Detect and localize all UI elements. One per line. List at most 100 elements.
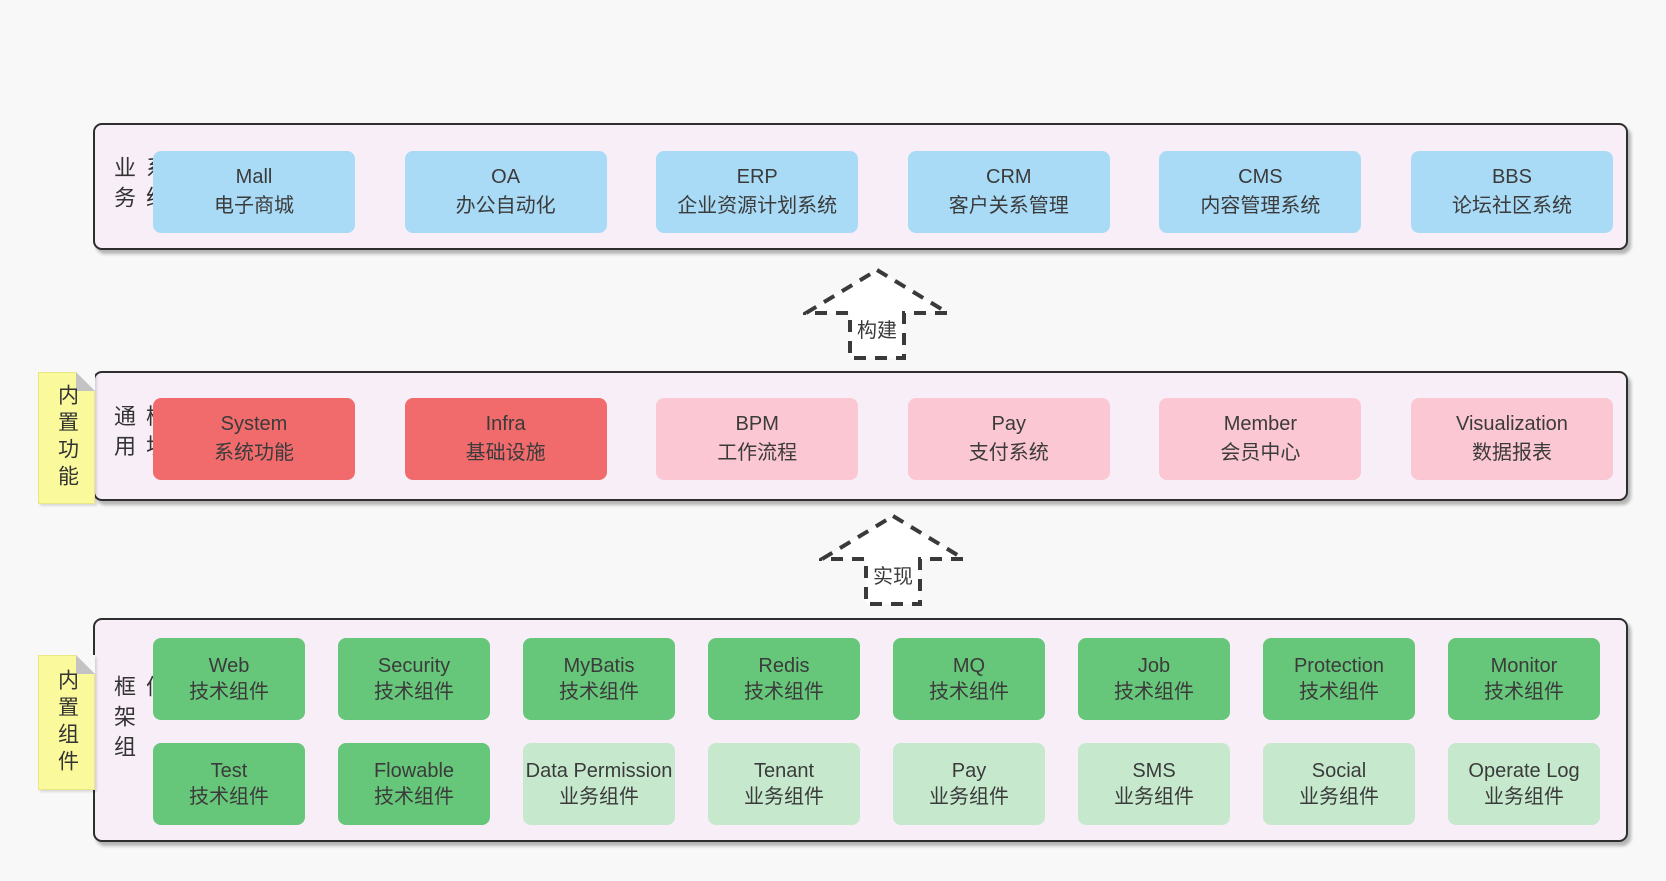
- framework-box-row-2: Test 技术组件 Flowable 技术组件 Data Permission …: [153, 743, 1600, 825]
- build-arrow: 构建: [803, 266, 951, 362]
- implement-arrow: 实现: [819, 512, 967, 608]
- box-subtitle: 技术组件: [1299, 681, 1379, 703]
- box-subtitle: 技术组件: [929, 681, 1009, 703]
- box-mybatis: MyBatis 技术组件: [523, 638, 675, 720]
- box-subtitle: 技术组件: [374, 681, 454, 703]
- box-member: Member 会员中心: [1159, 398, 1362, 480]
- box-title: Mall: [235, 166, 273, 188]
- modules-box-row: System 系统功能 Infra 基础设施 BPM 工作流程 Pay 支付系统…: [153, 398, 1613, 480]
- box-pay: Pay 支付系统: [907, 398, 1110, 480]
- box-title: Web: [208, 655, 250, 677]
- box-subtitle: 业务组件: [929, 786, 1009, 808]
- sticky-note-builtin-features: 内置功能: [38, 372, 95, 504]
- box-subtitle: 数据报表: [1471, 442, 1552, 464]
- box-title: Social: [1311, 760, 1367, 782]
- box-subtitle: 论坛社区系统: [1451, 195, 1572, 217]
- box-monitor: Monitor 技术组件: [1448, 638, 1600, 720]
- box-flowable: Flowable 技术组件: [338, 743, 490, 825]
- box-erp: ERP 企业资源计划系统: [656, 151, 859, 233]
- sticky-note-builtin-components: 内置组件: [38, 655, 95, 790]
- business-box-row: Mall 电子商城 OA 办公自动化 ERP 企业资源计划系统 CRM 客户关系…: [153, 151, 1613, 233]
- box-title: Flowable: [373, 760, 455, 782]
- sticky-fold-icon: [76, 655, 95, 674]
- box-system: System 系统功能: [153, 398, 355, 480]
- box-subtitle: 技术组件: [189, 786, 269, 808]
- box-job: Job 技术组件: [1078, 638, 1230, 720]
- box-title: Operate Log: [1468, 760, 1580, 782]
- box-cms: CMS 内容管理系统: [1159, 151, 1362, 233]
- box-social: Social 业务组件: [1263, 743, 1415, 825]
- box-title: Security: [377, 655, 451, 677]
- box-oa: OA 办公自动化: [404, 151, 607, 233]
- box-web: Web 技术组件: [153, 638, 305, 720]
- framework-box-row-1: Web 技术组件 Security 技术组件 MyBatis 技术组件 Redi…: [153, 638, 1600, 720]
- box-subtitle: 电子商城: [214, 195, 294, 217]
- box-title: Tenant: [753, 760, 815, 782]
- box-title: ERP: [736, 166, 778, 188]
- box-subtitle: 技术组件: [744, 681, 824, 703]
- box-title: Pay: [951, 760, 987, 782]
- box-title: SMS: [1132, 760, 1176, 782]
- section-framework-components: 框架组件 Web 技术组件 Security 技术组件 MyBatis 技术组件…: [93, 618, 1628, 842]
- box-redis: Redis 技术组件: [708, 638, 860, 720]
- box-subtitle: 系统功能: [214, 442, 294, 464]
- box-subtitle: 支付系统: [968, 442, 1049, 464]
- box-title: Member: [1223, 413, 1298, 435]
- box-subtitle: 企业资源计划系统: [677, 195, 838, 217]
- box-title: CMS: [1238, 166, 1283, 188]
- box-subtitle: 业务组件: [744, 786, 824, 808]
- box-operate-log: Operate Log 业务组件: [1448, 743, 1600, 825]
- box-title: Monitor: [1490, 655, 1558, 677]
- box-subtitle: 基础设施: [465, 442, 546, 464]
- section-common-modules: 通用模块 System 系统功能 Infra 基础设施 BPM 工作流程 Pay…: [93, 371, 1628, 501]
- up-arrow-icon: [803, 267, 951, 360]
- box-mq: MQ 技术组件: [893, 638, 1045, 720]
- box-title: BBS: [1491, 166, 1532, 188]
- box-bbs: BBS 论坛社区系统: [1410, 151, 1613, 233]
- box-test: Test 技术组件: [153, 743, 305, 825]
- box-title: Job: [1137, 655, 1171, 677]
- implement-arrow-label: 实现: [873, 566, 913, 588]
- box-subtitle: 业务组件: [1484, 786, 1564, 808]
- box-sms: SMS 业务组件: [1078, 743, 1230, 825]
- box-subtitle: 技术组件: [1484, 681, 1564, 703]
- box-subtitle: 技术组件: [559, 681, 639, 703]
- box-title: Test: [210, 760, 248, 782]
- box-data-permission: Data Permission 业务组件: [523, 743, 675, 825]
- box-protection: Protection 技术组件: [1263, 638, 1415, 720]
- box-crm: CRM 客户关系管理: [907, 151, 1110, 233]
- up-arrow-icon: [819, 513, 967, 606]
- box-title: Redis: [758, 655, 810, 677]
- box-subtitle: 业务组件: [1114, 786, 1194, 808]
- section-business-systems: 业务系统 Mall 电子商城 OA 办公自动化 ERP 企业资源计划系统 CRM…: [93, 123, 1628, 250]
- box-subtitle: 技术组件: [374, 786, 454, 808]
- box-subtitle: 会员中心: [1220, 442, 1301, 464]
- sticky-text: 内置功能: [55, 384, 79, 492]
- box-subtitle: 业务组件: [1299, 786, 1379, 808]
- box-subtitle: 内容管理系统: [1200, 195, 1321, 217]
- box-subtitle: 技术组件: [189, 681, 269, 703]
- box-tenant: Tenant 业务组件: [708, 743, 860, 825]
- box-title: Infra: [485, 413, 526, 435]
- sticky-fold-icon: [76, 372, 95, 391]
- box-subtitle: 办公自动化: [455, 195, 556, 217]
- box-title: System: [220, 413, 288, 435]
- box-title: BPM: [735, 413, 779, 435]
- box-title: Pay: [991, 413, 1027, 435]
- box-title: MyBatis: [563, 655, 635, 677]
- box-subtitle: 客户关系管理: [948, 195, 1069, 217]
- build-arrow-label: 构建: [857, 320, 897, 342]
- box-subtitle: 业务组件: [559, 786, 639, 808]
- sticky-text: 内置组件: [55, 668, 79, 777]
- box-subtitle: 技术组件: [1114, 681, 1194, 703]
- box-subtitle: 工作流程: [717, 442, 798, 464]
- box-pay-biz: Pay 业务组件: [893, 743, 1045, 825]
- box-bpm: BPM 工作流程: [656, 398, 859, 480]
- box-title: MQ: [952, 655, 986, 677]
- box-visualization: Visualization 数据报表: [1410, 398, 1613, 480]
- box-security: Security 技术组件: [338, 638, 490, 720]
- box-title: Data Permission: [525, 760, 673, 782]
- box-mall: Mall 电子商城: [153, 151, 355, 233]
- box-title: OA: [491, 166, 521, 188]
